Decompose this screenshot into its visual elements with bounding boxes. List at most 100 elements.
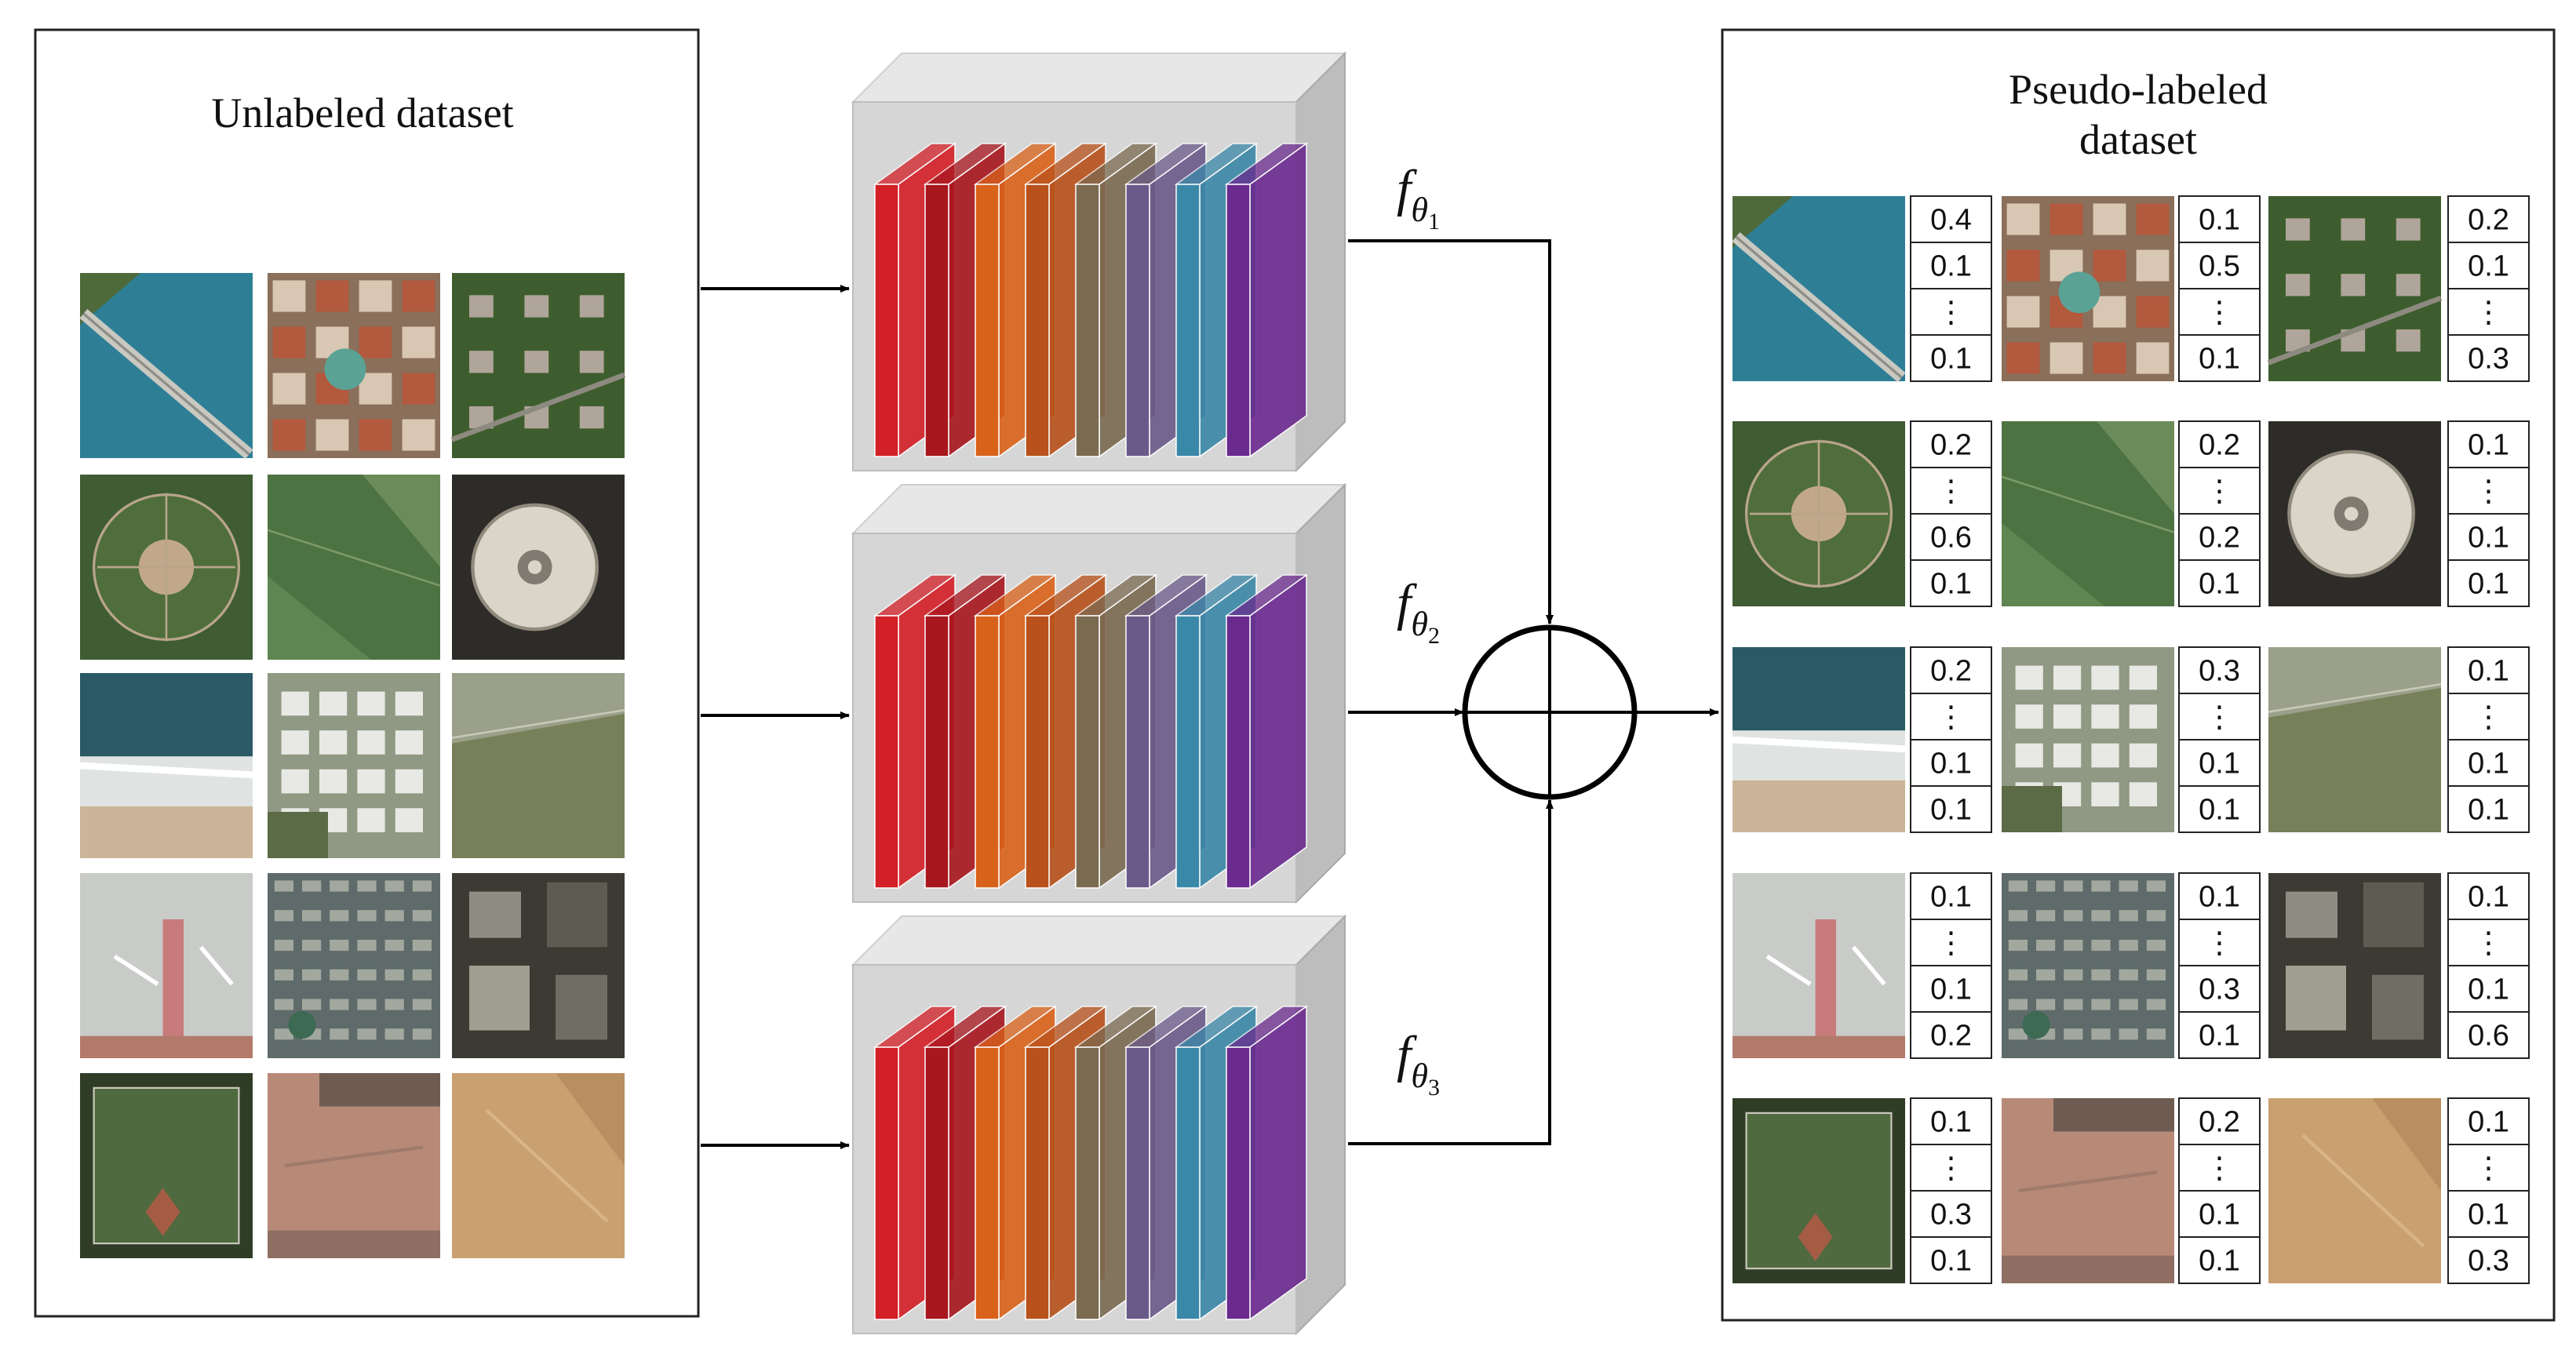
probability-cell [2447, 1236, 2530, 1284]
probability-value: 0.1 [2199, 794, 2240, 827]
cnn-models [851, 51, 1347, 1336]
probability-cell [2178, 513, 2261, 561]
probability-value: 0.5 [2199, 250, 2240, 283]
probability-value: 0.1 [2468, 748, 2509, 781]
probability-value: 0.1 [2468, 794, 2509, 827]
unlabeled-image-bare-land [268, 1073, 440, 1258]
probability-cell [1910, 288, 1992, 336]
probability-table: 0.10.5⋮0.1 [2178, 195, 2261, 382]
probability-value: 0.3 [2199, 655, 2240, 688]
pseudo-image-river-bridge [1732, 196, 1906, 383]
probability-cell [2447, 1144, 2530, 1192]
probability-table: 0.1⋮0.10.6 [2447, 872, 2530, 1059]
pseudo-title-line1: Pseudo-labeled [2009, 66, 2268, 113]
probability-value: 0.1 [2468, 1199, 2509, 1232]
probability-value: 0.1 [1930, 1106, 1972, 1139]
probability-value: 0.1 [1930, 343, 1972, 376]
probability-value: 0.1 [2468, 522, 2509, 555]
unlabeled-image-circular-park [80, 475, 253, 660]
probability-cell [1910, 785, 1992, 833]
unlabeled-image-medium-residential [450, 273, 626, 458]
probability-value: ⋮ [1937, 297, 1966, 329]
probability-cell [2178, 919, 2261, 966]
probability-value: 0.1 [2468, 429, 2509, 462]
probability-cell [2447, 195, 2530, 243]
probability-cell [1910, 1144, 1992, 1192]
pseudo-image-dense-residential [2002, 196, 2174, 381]
unlabeled-image-industrial [268, 673, 440, 858]
probability-cell [2447, 919, 2530, 966]
probability-value: 0.4 [1930, 204, 1972, 237]
probability-cell [1910, 513, 1992, 561]
model-1-top-face [851, 53, 1347, 103]
probability-cell [1910, 559, 1992, 607]
probability-cell [2447, 785, 2530, 833]
model-1-label: fθ1 [1397, 160, 1440, 235]
pseudo-image-farmland [2001, 421, 2175, 606]
probability-table: 0.1⋮0.30.1 [2178, 872, 2261, 1059]
probability-value: 0.2 [1930, 655, 1972, 688]
probability-cell [2178, 195, 2261, 243]
probability-value: 0.1 [1930, 973, 1972, 1006]
probability-table: 0.1 ⋮ 0.3 0.1 [1910, 1097, 1992, 1284]
probability-value: 0.1 [2468, 250, 2509, 283]
model-3-layer-8 [1224, 1005, 1309, 1321]
unlabeled-image-commercial [452, 873, 625, 1058]
probability-cell [1910, 242, 1992, 289]
pseudo-image-bare-land [2002, 1098, 2174, 1283]
probability-table: 0.2 ⋮ 0.6 0.1 [1910, 420, 1992, 607]
unlabeled-image-grid [79, 273, 626, 1258]
probability-value: 0.1 [1930, 1245, 1972, 1278]
probability-cell [2447, 334, 2530, 382]
model-2-label: fθ2 [1397, 574, 1440, 649]
probability-value: 0.2 [1930, 429, 1972, 462]
probability-value: 0.1 [2468, 973, 2509, 1006]
probability-value: 0.1 [2199, 1199, 2240, 1232]
probability-cell [2178, 1236, 2261, 1284]
probability-cell [2178, 693, 2261, 740]
pseudo-image-sparse-residential [2002, 873, 2174, 1058]
probability-cell [1910, 1236, 1992, 1284]
unlabeled-image-farmland [267, 475, 441, 660]
probability-value: 0.1 [2468, 568, 2509, 601]
pseudo-image-commercial [2268, 873, 2441, 1058]
pseudo-image-stadium [2268, 421, 2441, 606]
unlabeled-image-dense-residential [268, 273, 440, 458]
probability-value: 0.1 [2199, 204, 2240, 237]
probability-table: 0.3⋮0.10.1 [2178, 646, 2261, 833]
probability-value: ⋮ [1937, 701, 1966, 734]
probability-value: ⋮ [2205, 927, 2235, 960]
probability-value: 0.1 [1930, 568, 1972, 601]
unlabeled-image-beach [79, 673, 253, 858]
probability-cell [2178, 467, 2261, 515]
probability-value: 0.1 [2199, 881, 2240, 914]
probability-cell [2447, 1190, 2530, 1238]
pseudo-image-beach [1732, 647, 1906, 832]
probability-value: 0.2 [2199, 522, 2240, 555]
probability-value: ⋮ [1937, 475, 1966, 508]
probability-value: 0.3 [2468, 343, 2509, 376]
probability-value: ⋮ [2474, 927, 2504, 960]
unlabeled-title: Unlabeled dataset [211, 89, 513, 136]
probability-cell [2447, 1011, 2530, 1059]
cnn-model-2 [851, 482, 1347, 904]
probability-value: 0.1 [2468, 655, 2509, 688]
probability-value: ⋮ [2205, 701, 2235, 734]
probability-value: 0.2 [2199, 429, 2240, 462]
probability-cell [2178, 242, 2261, 289]
model-2-layer-8 [1224, 573, 1309, 890]
probability-cell [1910, 1190, 1992, 1238]
probability-value: 0.1 [1930, 794, 1972, 827]
probability-value: 0.1 [1930, 748, 1972, 781]
probability-table: 0.2⋮0.10.1 [2178, 1097, 2261, 1284]
probability-value: ⋮ [1937, 1152, 1966, 1185]
probability-cell [2178, 1097, 2261, 1145]
pseudo-image-meadow [2268, 647, 2442, 832]
unlabeled-image-airport [80, 873, 253, 1058]
probability-cell [2178, 646, 2261, 694]
probability-cell [1910, 420, 1992, 468]
probability-value: 0.6 [1930, 522, 1972, 555]
probability-value: 0.3 [1930, 1199, 1972, 1232]
probability-cell [2178, 334, 2261, 382]
pseudo-image-industrial [2002, 647, 2174, 832]
